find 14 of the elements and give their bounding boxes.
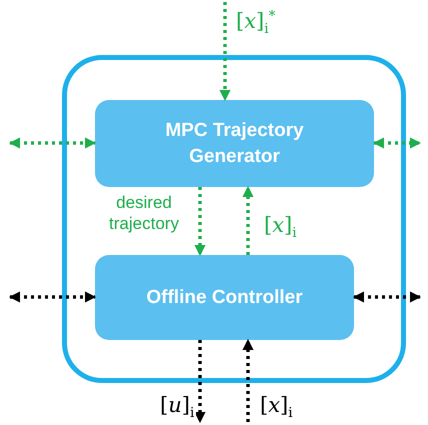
arrow (219, 2, 231, 102)
arrow (194, 340, 206, 424)
arrow (194, 187, 206, 256)
arrow (8, 291, 96, 303)
node-label: MPC Trajectory Generator (164, 118, 305, 168)
process-box (95, 255, 354, 340)
system-boundary (62, 55, 406, 383)
arrow (8, 137, 96, 149)
arrow (242, 338, 254, 422)
arrow (352, 291, 422, 303)
arrow (372, 137, 422, 149)
node-label: Offline Controller (146, 286, 303, 310)
process-box (95, 100, 374, 187)
arrow (242, 186, 254, 255)
